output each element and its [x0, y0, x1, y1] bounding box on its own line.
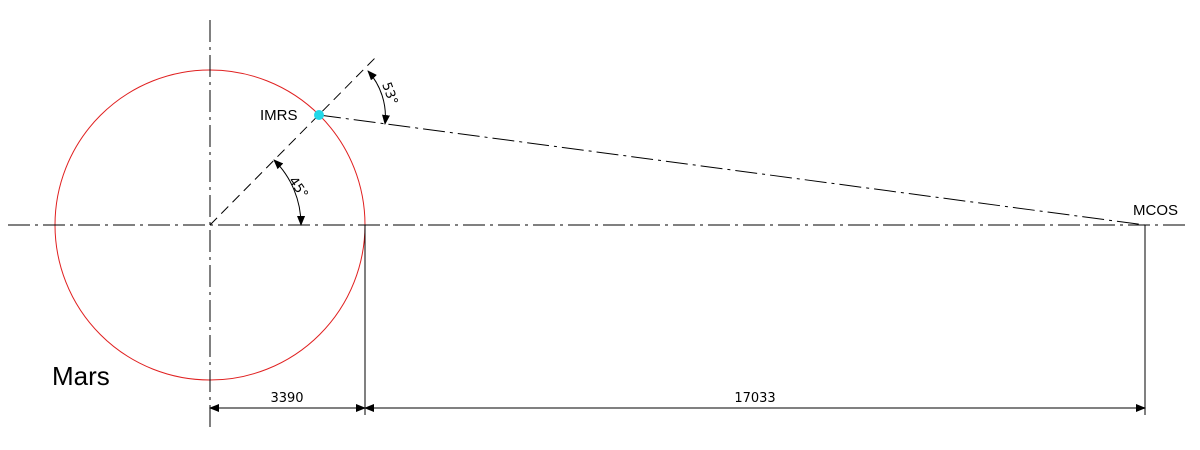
angle-label-53: 53° [378, 80, 400, 107]
angle-arc-53 [367, 70, 390, 125]
mcos-label: MCOS [1133, 202, 1178, 219]
imrs-label: IMRS [260, 107, 298, 124]
angle-arc-45 [273, 159, 306, 226]
imrs-radial-line [209, 57, 376, 226]
angle-label-45: 45° [285, 174, 311, 201]
mars-label: Mars [52, 361, 110, 391]
dimension-label-radius: 3390 [270, 391, 303, 406]
line-of-sight [318, 114, 1146, 226]
dimension-label-distance: 17033 [734, 391, 775, 406]
imrs-marker [314, 110, 324, 120]
